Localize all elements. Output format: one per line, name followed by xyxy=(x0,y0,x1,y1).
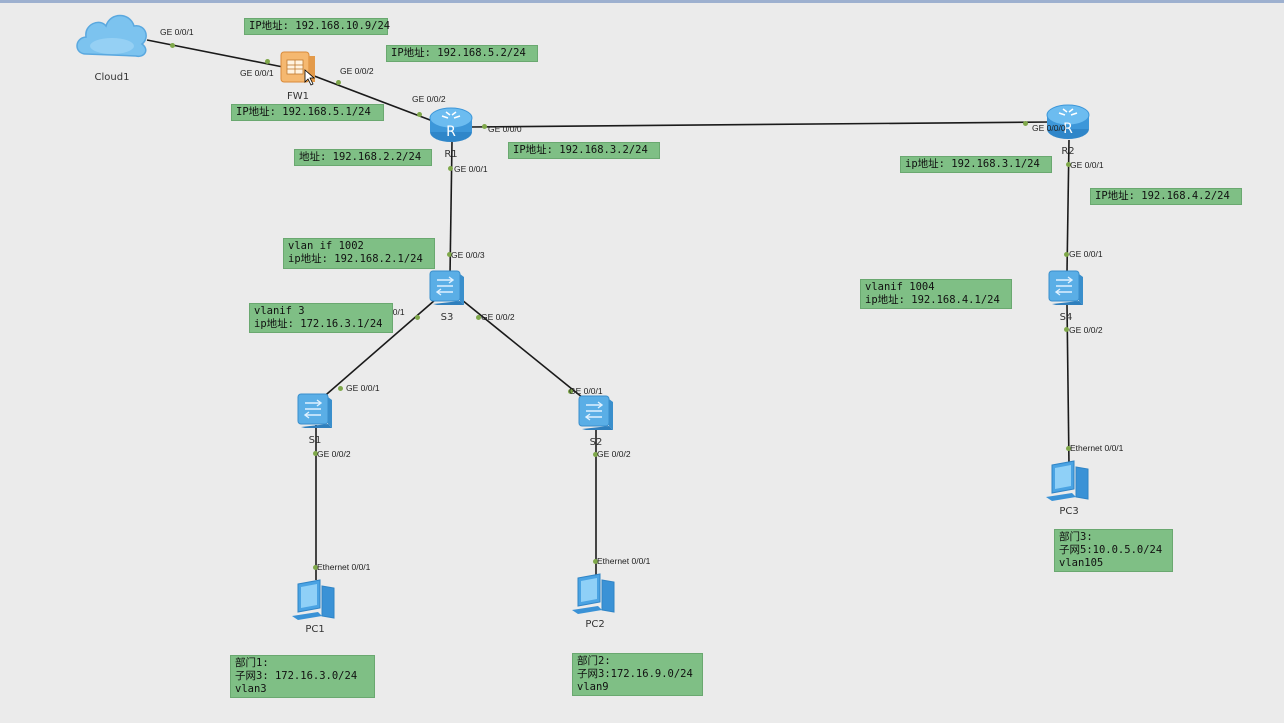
ip-note: IP地址: 192.168.3.2/24 xyxy=(508,142,660,159)
ip-note: ip地址: 192.168.3.1/24 xyxy=(900,156,1052,173)
router-icon: R xyxy=(1046,104,1090,139)
pc-icon xyxy=(572,573,615,614)
svg-text:R: R xyxy=(1063,121,1073,137)
port-label: GE 0/0/1 xyxy=(454,164,488,174)
port-dot xyxy=(1023,121,1028,126)
ip-note: IP地址: 192.168.4.2/24 xyxy=(1090,188,1242,205)
port-dot xyxy=(415,315,420,320)
vlanif-note: vlan if 1002 ip地址: 192.168.2.1/24 xyxy=(283,238,435,269)
port-label: GE 0/0/1 xyxy=(160,27,194,37)
ip-note: IP地址: 192.168.10.9/24 xyxy=(244,18,390,35)
window-top-bar xyxy=(0,0,1284,3)
port-dot xyxy=(447,252,452,257)
device-pc2[interactable]: PC2 xyxy=(570,572,620,632)
port-dot xyxy=(336,80,341,85)
device-label: FW1 xyxy=(286,91,310,102)
switch-icon xyxy=(429,270,464,305)
port-label: GE 0/0/1 xyxy=(1070,160,1104,170)
port-dot xyxy=(265,59,270,64)
link-s3-s2 xyxy=(461,299,589,403)
port-dot xyxy=(593,452,598,457)
link-fw1-r1 xyxy=(308,73,439,124)
device-label: R2 xyxy=(1061,146,1075,157)
ip-note: 地址: 192.168.2.2/24 xyxy=(294,149,432,166)
port-dot xyxy=(593,559,598,564)
device-r1[interactable]: R R1 xyxy=(428,104,474,162)
vlanif-note: vlanif 1004 ip地址: 192.168.4.1/24 xyxy=(860,279,1012,309)
dept-note: 部门3: 子网5:10.0.5.0/24 vlan105 xyxy=(1054,529,1173,572)
port-dot xyxy=(1064,252,1069,257)
link-cloud1-fw1 xyxy=(146,39,284,68)
port-dot xyxy=(448,166,453,171)
port-label: GE 0/0/3 xyxy=(451,250,485,260)
port-dot xyxy=(1066,162,1071,167)
port-label: GE 0/0/1 xyxy=(240,68,274,78)
router-icon: R xyxy=(429,107,473,142)
port-label: GE 0/0/0 xyxy=(1032,123,1066,133)
device-label: S3 xyxy=(440,312,454,323)
device-pc3[interactable]: PC3 xyxy=(1044,459,1094,519)
device-r2[interactable]: R R2 xyxy=(1045,101,1091,159)
port-label: Ethernet 0/0/1 xyxy=(317,562,371,572)
vlanif-note: vlanif 3 ip地址: 172.16.3.1/24 xyxy=(249,303,393,333)
firewall-icon xyxy=(280,51,316,86)
device-label: PC3 xyxy=(1059,506,1079,517)
device-cloud1[interactable]: Cloud1 xyxy=(72,6,152,90)
device-pc1[interactable]: PC1 xyxy=(290,578,340,638)
port-dot xyxy=(338,386,343,391)
port-dot xyxy=(476,315,481,320)
dept-note: 部门2: 子网3:172.16.9.0/24 vlan9 xyxy=(572,653,703,696)
device-label: PC1 xyxy=(305,624,325,635)
device-label: Cloud1 xyxy=(94,72,130,83)
device-s2[interactable]: S2 xyxy=(576,393,616,451)
port-label: Ethernet 0/0/1 xyxy=(1070,443,1124,453)
port-label: GE 0/0/2 xyxy=(412,94,446,104)
dept-note: 部门1: 子网3: 172.16.3.0/24 vlan3 xyxy=(230,655,375,698)
device-label: PC2 xyxy=(585,619,605,630)
port-label: GE 0/0/0 xyxy=(488,124,522,134)
port-dot xyxy=(568,389,573,394)
device-s3[interactable]: S3 xyxy=(427,268,467,326)
device-label: R1 xyxy=(444,149,458,160)
pc-icon xyxy=(292,579,335,620)
ip-note: IP地址: 192.168.5.1/24 xyxy=(231,104,384,121)
port-label: GE 0/0/2 xyxy=(597,449,631,459)
port-dot xyxy=(482,124,487,129)
port-dot xyxy=(1064,327,1069,332)
port-label: GE 0/0/1 xyxy=(569,386,603,396)
switch-icon xyxy=(1048,270,1083,305)
port-dot xyxy=(1066,446,1071,451)
switch-icon xyxy=(578,395,613,430)
device-label: S1 xyxy=(308,435,322,446)
svg-text:R: R xyxy=(446,124,456,140)
cloud-icon xyxy=(76,14,147,58)
switch-icon xyxy=(297,393,332,428)
port-label: GE 0/0/2 xyxy=(1069,325,1103,335)
port-label: GE 0/0/2 xyxy=(481,312,515,322)
link-r1-r2 xyxy=(469,121,1051,128)
device-s1[interactable]: S1 xyxy=(295,391,335,449)
port-label: GE 0/0/1 xyxy=(346,383,380,393)
device-fw1[interactable]: FW1 xyxy=(278,48,318,104)
port-dot xyxy=(313,451,318,456)
pc-icon xyxy=(1046,460,1089,501)
port-dot xyxy=(313,565,318,570)
port-dot xyxy=(417,112,422,117)
device-s4[interactable]: S4 xyxy=(1046,268,1086,326)
port-label: GE 0/0/2 xyxy=(317,449,351,459)
port-label: Ethernet 0/0/1 xyxy=(597,556,651,566)
port-label: GE 0/0/2 xyxy=(340,66,374,76)
device-label: S2 xyxy=(589,437,603,448)
device-label: S4 xyxy=(1059,312,1073,323)
port-dot xyxy=(170,43,175,48)
port-label: GE 0/0/1 xyxy=(1069,249,1103,259)
ip-note: IP地址: 192.168.5.2/24 xyxy=(386,45,538,62)
